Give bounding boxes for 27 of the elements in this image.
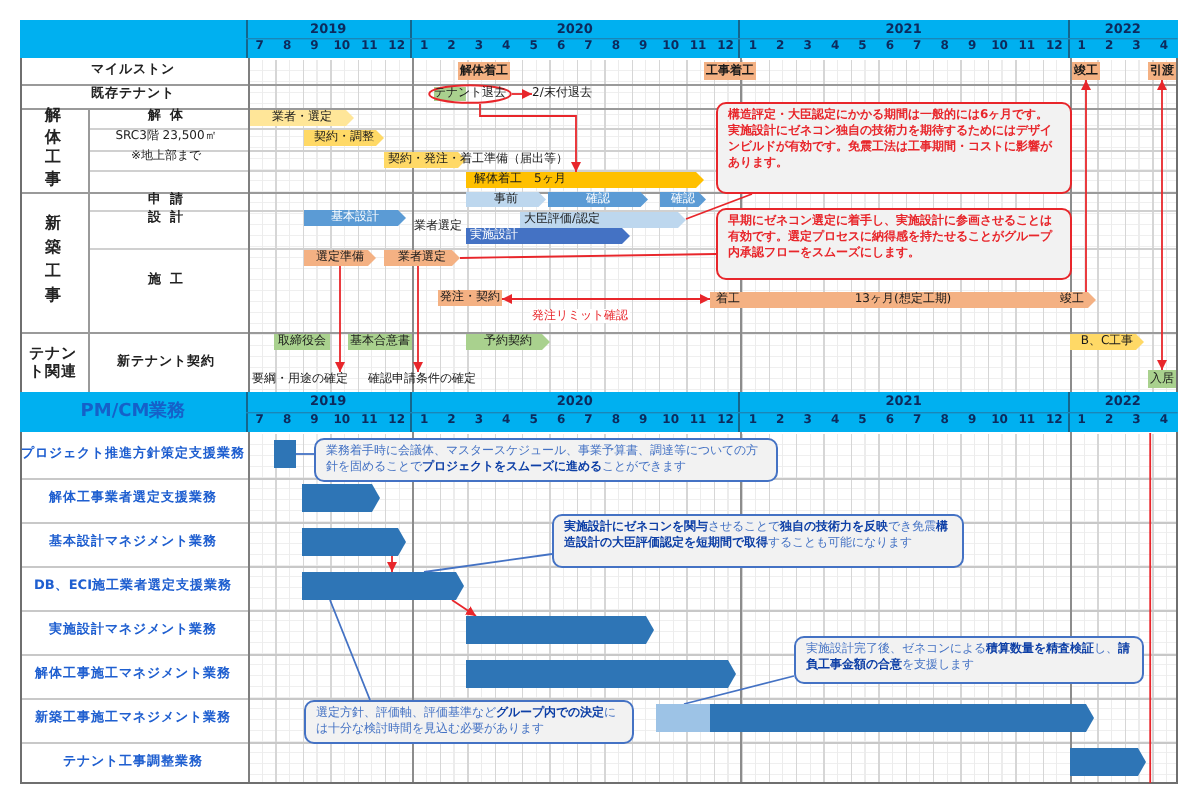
leader-line (683, 675, 795, 705)
group-label: 新築工事 (44, 212, 62, 308)
task-bar (656, 704, 710, 732)
leader-line (423, 553, 553, 573)
arrow (451, 599, 477, 617)
arrow (387, 555, 397, 573)
arrow (413, 265, 423, 373)
phase-bar (710, 292, 1096, 308)
phase-bar (466, 172, 704, 188)
arrow (479, 103, 581, 173)
arrow (1157, 79, 1167, 371)
leader-line (329, 599, 371, 701)
task-bar (466, 616, 654, 644)
task-bar (302, 572, 464, 600)
task-bar (1070, 748, 1146, 776)
task-bar (466, 660, 736, 688)
arrow (501, 294, 711, 304)
arrow (335, 265, 345, 373)
section-title: PM/CM業務 (80, 401, 186, 423)
task-bar (274, 440, 296, 468)
group-label: 解体工事 (44, 106, 62, 190)
leader-line (295, 453, 315, 455)
leader-line (459, 253, 717, 259)
arrow (511, 89, 533, 99)
task-bar (302, 528, 406, 556)
arrow (1081, 79, 1091, 293)
task-bar (710, 704, 1094, 732)
